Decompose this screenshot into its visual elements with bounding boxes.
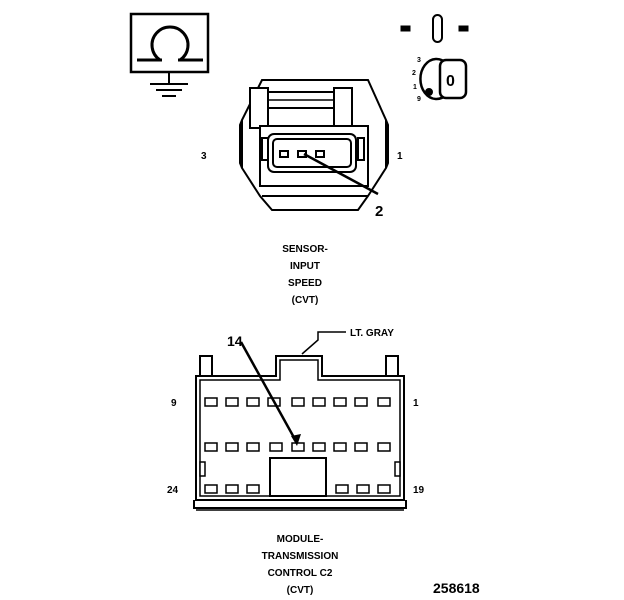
sensor-pin-3-label: 3 <box>201 151 207 162</box>
sensor-caption-line-3: SPEED <box>288 278 322 289</box>
sensor-caption-line-4: (CVT) <box>291 295 319 306</box>
sensor-pin-1-label: 1 <box>397 151 403 162</box>
ignition-position-2: 2 <box>412 70 416 77</box>
module-caption-line-4: (CVT) <box>286 585 314 596</box>
module-caption-line-1: MODULE- <box>276 534 324 545</box>
module-pin-19-label: 19 <box>413 485 425 496</box>
sensor-caption-line-1: SENSOR- <box>282 244 328 255</box>
module-pin-1-label: 1 <box>413 398 419 409</box>
connector-color-label: LT. GRAY <box>350 328 394 339</box>
ignition-key-icon <box>400 14 469 101</box>
figure-number: 258618 <box>433 580 480 596</box>
module-pin-24-label: 24 <box>167 485 179 496</box>
sensor-caption: SENSOR- INPUT SPEED (CVT) <box>250 241 360 309</box>
color-leader-line <box>301 331 346 355</box>
ignition-position-9: 9 <box>417 96 421 103</box>
module-caption-line-3: CONTROL C2 <box>267 568 333 579</box>
key-label: 0 <box>446 73 455 90</box>
sensor-caption-line-2: INPUT <box>290 261 320 272</box>
ground-ohm-icon <box>129 12 210 97</box>
ignition-position-3: 3 <box>417 57 421 64</box>
module-caption-line-2: TRANSMISSION <box>261 551 339 562</box>
callout-arrowhead <box>291 434 301 446</box>
module-connector <box>193 355 407 511</box>
module-caption: MODULE- TRANSMISSION CONTROL C2 (CVT) <box>230 531 370 599</box>
sensor-connector <box>239 79 389 211</box>
ignition-position-1: 1 <box>413 84 417 91</box>
callout-line-pin14 <box>239 341 299 444</box>
callout-line-pin2 <box>303 152 379 196</box>
module-callout-14: 14 <box>227 333 243 349</box>
module-pin-9-label: 9 <box>171 398 177 409</box>
sensor-callout-2: 2 <box>375 203 383 220</box>
